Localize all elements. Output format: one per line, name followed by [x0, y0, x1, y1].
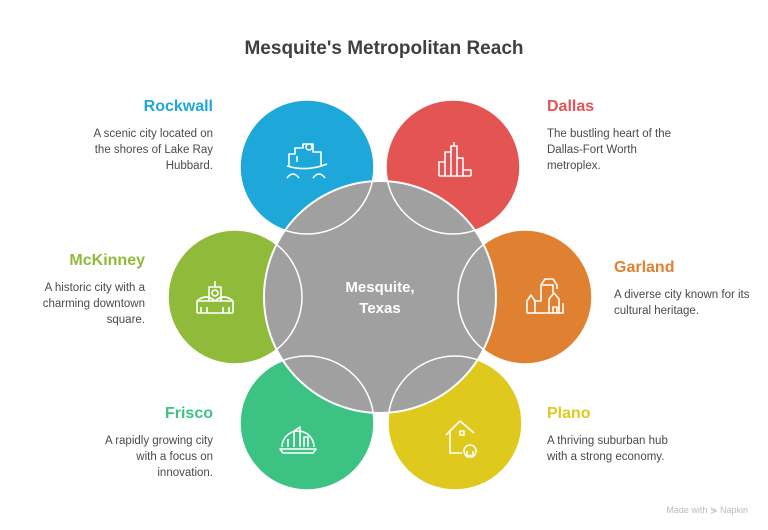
city-name: McKinney — [69, 252, 145, 269]
snow-globe-city-icon — [279, 415, 317, 454]
overlap-outline — [239, 355, 375, 491]
city-description: The bustling heart of the Dallas-Fort Wo… — [547, 128, 672, 172]
city-label-frisco: Frisco A rapidly growing city with a foc… — [43, 405, 213, 481]
houses-icon — [526, 278, 564, 314]
lake-city-icon — [286, 143, 328, 179]
city-description: A rapidly growing city with a focus on i… — [104, 435, 213, 479]
napkin-watermark: Made with ⋟ Napkin — [666, 505, 748, 515]
center-label-line1: Mesquite, — [345, 279, 415, 296]
skyscraper-icon — [438, 142, 472, 177]
city-name: Plano — [547, 405, 591, 422]
center-label: Mesquite, Texas — [320, 277, 440, 319]
overlap-outline — [167, 229, 303, 365]
city-label-plano: Plano A thriving suburban hub with a str… — [547, 405, 717, 465]
historic-building-icon — [196, 281, 234, 314]
city-name: Rockwall — [143, 98, 213, 115]
city-description: A diverse city known for its cultural he… — [614, 289, 750, 317]
city-description: A scenic city located on the shores of L… — [93, 128, 213, 172]
overlap-outline — [385, 99, 521, 235]
city-description: A thriving suburban hub with a strong ec… — [547, 435, 668, 463]
overlap-outline — [457, 229, 593, 365]
overlap-outline — [239, 99, 375, 235]
house-award-icon — [445, 420, 477, 458]
center-label-line2: Texas — [359, 300, 401, 317]
city-description: A historic city with a charming downtown… — [42, 282, 145, 326]
city-name: Dallas — [547, 98, 595, 115]
city-label-dallas: Dallas The bustling heart of the Dallas-… — [547, 98, 717, 174]
overlap-outline — [387, 355, 523, 491]
city-label-mckinney: McKinney A historic city with a charming… — [0, 252, 145, 328]
city-label-rockwall: Rockwall A scenic city located on the sh… — [43, 98, 213, 174]
city-name: Garland — [614, 259, 675, 276]
page-title: Mesquite's Metropolitan Reach — [244, 38, 524, 59]
city-label-garland: Garland A diverse city known for its cul… — [614, 259, 768, 319]
city-name: Frisco — [164, 405, 213, 422]
center-circle — [263, 180, 497, 414]
